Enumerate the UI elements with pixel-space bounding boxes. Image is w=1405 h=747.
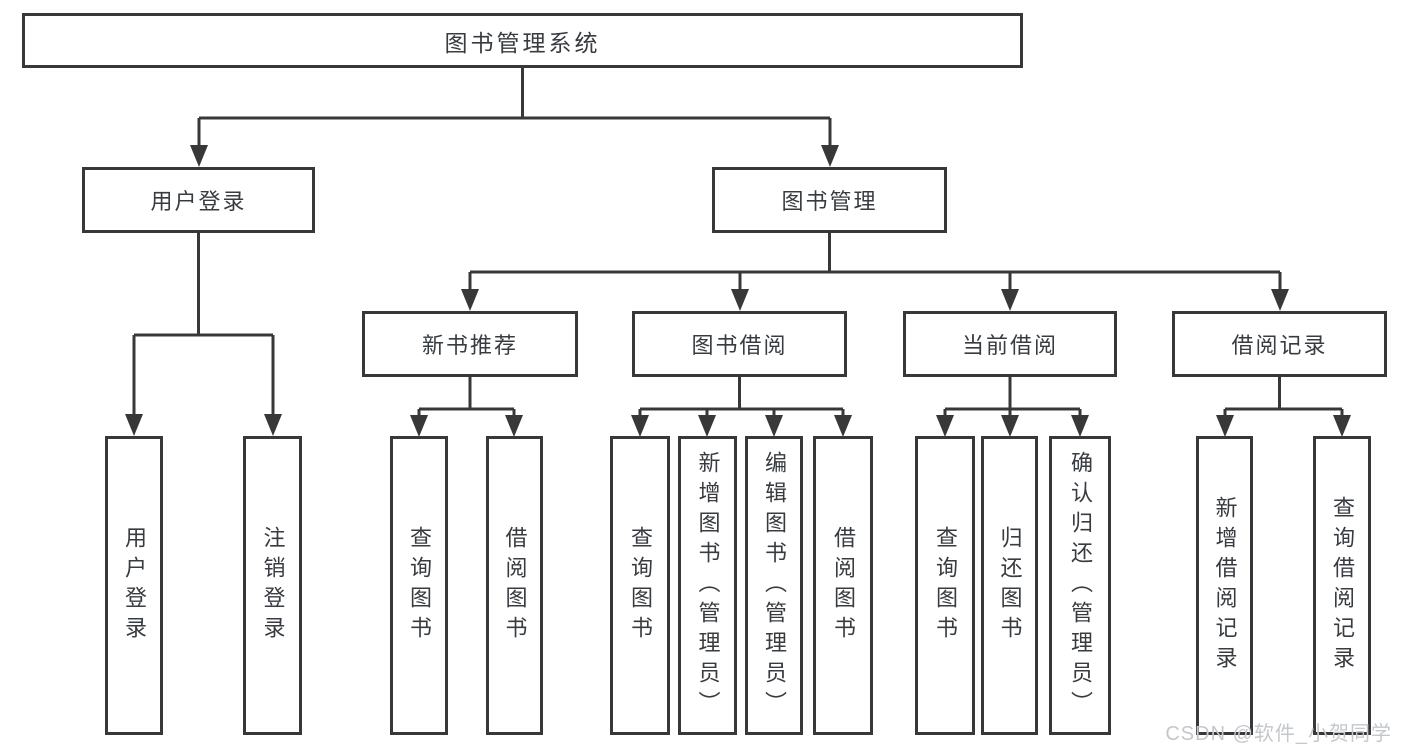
node-borrow-record: 借阅记录 — [1172, 311, 1387, 377]
leaf-return-book: 归还图书 — [981, 436, 1038, 735]
arrow-down-icon — [765, 415, 783, 437]
leaf-borrow-books-2: 借阅图书 — [813, 436, 873, 735]
leaf-user-login-label: 用户登录 — [122, 525, 147, 646]
leaf-query-books-1: 查询图书 — [390, 436, 448, 735]
arrow-down-icon — [698, 415, 716, 437]
node-borrow-record-label: 借阅记录 — [1231, 333, 1328, 358]
leaf-add-borrow-record: 新增借阅记录 — [1196, 436, 1253, 735]
watermark: CSDN @软件_小贺同学 — [1165, 723, 1392, 745]
leaf-add-book-admin-label: 新增图书（管理员） — [695, 450, 721, 721]
arrow-down-icon — [125, 414, 143, 436]
connector-user-login — [132, 233, 275, 415]
node-current-borrow-label: 当前借阅 — [961, 333, 1058, 358]
connector-book-borrow — [638, 377, 845, 416]
node-new-book-recommend-label: 新书推荐 — [421, 333, 518, 358]
leaf-edit-book-admin-label: 编辑图书（管理员） — [762, 450, 787, 721]
leaf-user-login: 用户登录 — [105, 436, 163, 735]
node-root: 图书管理系统 — [22, 13, 1023, 68]
arrow-down-icon — [834, 415, 852, 437]
connector-root — [197, 68, 832, 146]
arrow-down-icon — [936, 415, 954, 437]
leaf-query-books-1-label: 查询图书 — [407, 525, 432, 646]
leaf-add-book-admin: 新增图书（管理员） — [678, 436, 737, 735]
arrow-down-icon — [1071, 415, 1089, 437]
arrow-down-icon — [505, 415, 523, 437]
arrow-down-icon — [731, 289, 749, 311]
leaf-query-books-3-label: 查询图书 — [933, 525, 958, 646]
leaf-query-books-2: 查询图书 — [610, 436, 670, 735]
arrow-down-icon — [410, 415, 428, 437]
leaf-logout-label: 注销登录 — [260, 525, 286, 646]
arrow-down-icon — [190, 145, 208, 167]
node-user-login-label: 用户登录 — [150, 189, 247, 214]
leaf-logout: 注销登录 — [243, 436, 302, 735]
node-book-management-label: 图书管理 — [781, 189, 878, 214]
leaf-add-borrow-record-label: 新增借阅记录 — [1212, 495, 1238, 676]
leaf-return-book-label: 归还图书 — [997, 525, 1023, 646]
arrow-down-icon — [821, 145, 839, 167]
arrow-down-icon — [461, 289, 479, 311]
node-current-borrow: 当前借阅 — [903, 311, 1117, 377]
leaf-query-borrow-record-label: 查询借阅记录 — [1330, 495, 1355, 676]
leaf-borrow-books-2-label: 借阅图书 — [831, 525, 856, 646]
leaf-query-books-2-label: 查询图书 — [628, 525, 653, 646]
node-book-borrow: 图书借阅 — [632, 311, 847, 377]
arrow-down-icon — [1216, 415, 1234, 437]
arrow-down-icon — [1333, 415, 1351, 437]
connector-new-book — [417, 377, 516, 416]
leaf-query-borrow-record: 查询借阅记录 — [1313, 436, 1371, 735]
leaf-confirm-return-admin-label: 确认归还（管理员） — [1068, 450, 1093, 721]
arrow-down-icon — [264, 414, 282, 436]
arrow-down-icon — [1271, 289, 1289, 311]
connector-current-borrow — [943, 377, 1082, 416]
leaf-borrow-books-1: 借阅图书 — [486, 436, 543, 735]
leaf-query-books-3: 查询图书 — [915, 436, 975, 735]
connector-borrow-record — [1223, 377, 1344, 416]
arrow-down-icon — [1001, 415, 1019, 437]
node-book-borrow-label: 图书借阅 — [691, 333, 788, 358]
node-user-login: 用户登录 — [82, 167, 315, 233]
leaf-edit-book-admin: 编辑图书（管理员） — [745, 436, 803, 735]
node-book-management: 图书管理 — [712, 167, 947, 233]
arrow-down-icon — [1001, 289, 1019, 311]
leaf-confirm-return-admin: 确认归还（管理员） — [1049, 436, 1111, 735]
connector-book-management — [468, 233, 1282, 290]
node-root-label: 图书管理系统 — [444, 29, 601, 56]
arrow-down-icon — [631, 415, 649, 437]
leaf-borrow-books-1-label: 借阅图书 — [502, 525, 528, 646]
node-new-book-recommend: 新书推荐 — [362, 311, 578, 377]
